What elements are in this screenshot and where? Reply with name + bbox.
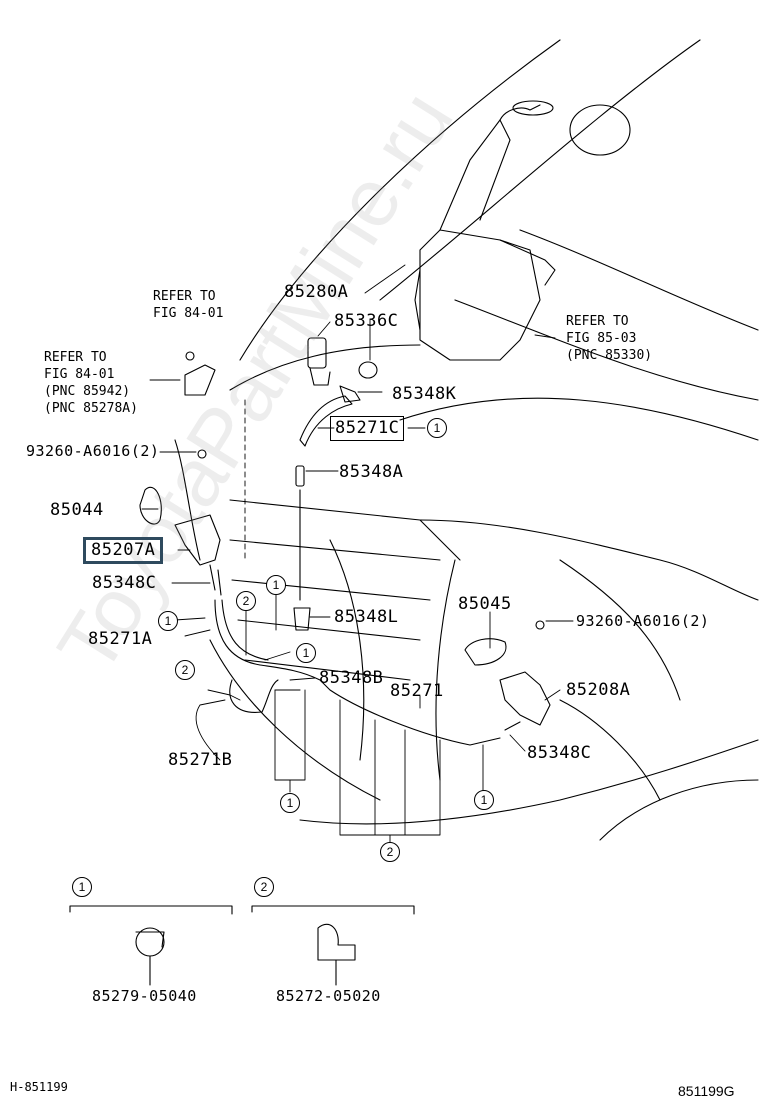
part-85348b[interactable]: 85348B	[319, 668, 384, 688]
part-85280a[interactable]: 85280A	[284, 282, 349, 302]
footer-right-code: 851199G	[678, 1083, 735, 1099]
clip-marker-1: 1	[296, 643, 316, 663]
part-85044[interactable]: 85044	[50, 500, 104, 520]
part-85271b[interactable]: 85271B	[168, 750, 233, 770]
clip-marker-1: 1	[280, 793, 300, 813]
clip-marker-1: 1	[266, 575, 286, 595]
small-parts-drawing	[139, 337, 551, 731]
legend-drawing	[69, 905, 415, 986]
legend-part-85272-05020[interactable]: 85272-05020	[276, 987, 381, 1005]
clip-marker-2: 2	[175, 660, 195, 680]
clip-marker-2: 2	[380, 842, 400, 862]
refer-to-fig-85-03: REFER TO FIG 85-03 (PNC 85330)	[566, 314, 653, 363]
legend-part-85279-05040[interactable]: 85279-05040	[92, 987, 197, 1005]
clip-marker-1: 1	[158, 611, 178, 631]
part-85271c[interactable]: 85271C	[330, 416, 405, 441]
refer-to-fig-84-01-left: REFER TO FIG 84-01 (PNC 85942) (PNC 8527…	[44, 350, 138, 416]
part-93260-a6016-left[interactable]: 93260-A6016(2)	[26, 442, 160, 460]
leader-lines	[141, 264, 574, 843]
part-85348c-right[interactable]: 85348C	[527, 743, 592, 763]
part-85271a[interactable]: 85271A	[88, 629, 153, 649]
legend-clip-marker-1: 1	[72, 877, 92, 897]
clip-marker-1: 1	[474, 790, 494, 810]
part-85348l[interactable]: 85348L	[334, 607, 399, 627]
part-85271[interactable]: 85271	[390, 681, 444, 701]
part-85207a-highlighted[interactable]: 85207A	[83, 537, 164, 564]
part-85336c[interactable]: 85336C	[334, 311, 399, 331]
clip-marker-1: 1	[427, 418, 447, 438]
refer-to-fig-84-01-top: REFER TO FIG 84-01	[153, 289, 224, 321]
washer-tank-drawing	[414, 100, 556, 361]
vehicle-body-outline	[174, 39, 759, 841]
clip-marker-2: 2	[236, 591, 256, 611]
part-93260-a6016-right[interactable]: 93260-A6016(2)	[576, 612, 710, 630]
part-85348c-left[interactable]: 85348C	[92, 573, 157, 593]
legend-clip-marker-2: 2	[254, 877, 274, 897]
part-85271c-label: 85271C	[335, 418, 400, 438]
footer-left-code: H-851199	[10, 1080, 68, 1094]
part-85045[interactable]: 85045	[458, 594, 512, 614]
part-85348k[interactable]: 85348K	[392, 384, 457, 404]
part-85348a[interactable]: 85348A	[339, 462, 404, 482]
part-85208a[interactable]: 85208A	[566, 680, 631, 700]
